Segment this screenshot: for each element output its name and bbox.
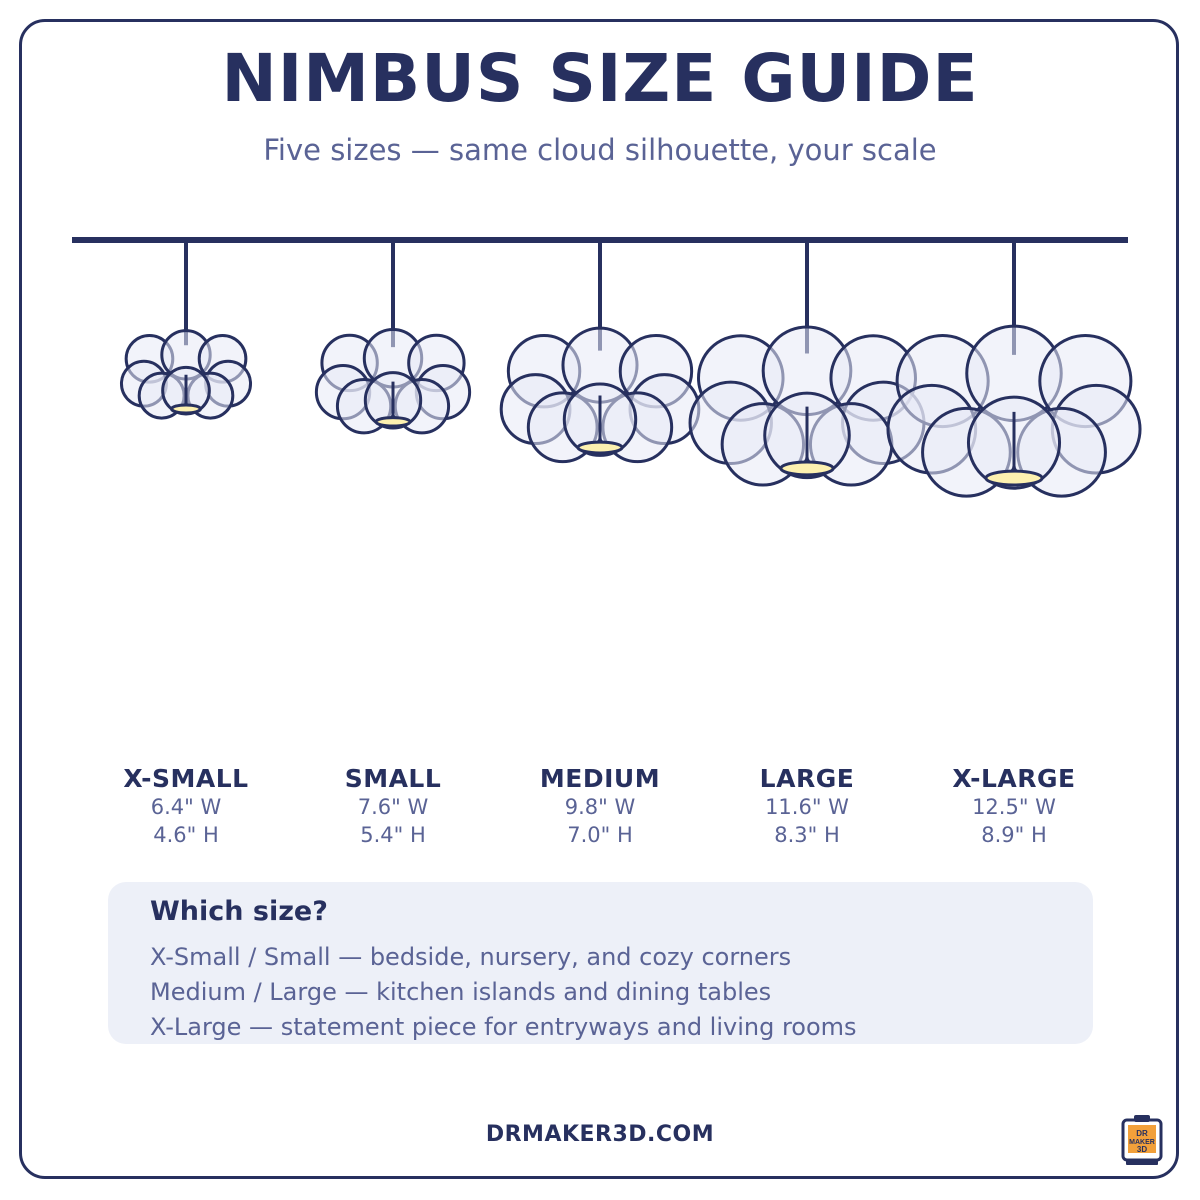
size-width: 11.6" W: [765, 795, 849, 819]
size-height: 8.3" H: [774, 823, 840, 847]
cloud-pendant: [688, 240, 926, 487]
size-width: 12.5" W: [972, 795, 1056, 819]
bulb-glow: [576, 440, 624, 455]
bulb-glow: [170, 403, 202, 415]
size-large: LARGE 11.6" W 8.3" H: [707, 764, 907, 849]
size-name: SMALL: [344, 764, 442, 793]
size-medium: MEDIUM 9.8" W 7.0" H: [500, 764, 700, 849]
guide-title: Which size?: [150, 896, 328, 927]
footer-url[interactable]: DRMAKER3D.COM: [485, 1122, 715, 1147]
cloud-pendant: [499, 240, 701, 464]
size-name: MEDIUM: [539, 764, 661, 793]
size-height: 7.0" H: [567, 823, 633, 847]
svg-text:DR: DR: [1136, 1129, 1148, 1138]
pendant-diagram: [72, 237, 1142, 498]
size-width: 9.8" W: [564, 795, 636, 819]
size-height: 4.6" H: [153, 823, 219, 847]
page-title: NIMBUS SIZE GUIDE: [221, 40, 979, 117]
size-width: 6.4" W: [150, 795, 222, 819]
svg-text:3D: 3D: [1137, 1145, 1147, 1154]
size-name: X-SMALL: [123, 764, 249, 793]
size-height: 8.9" H: [981, 823, 1047, 847]
guide-item: Medium / Large — kitchen islands and din…: [150, 978, 772, 1006]
size-guide-panel: Which size? X-Small / Small — bedside, n…: [108, 882, 1093, 1044]
guide-item: X-Small / Small — bedside, nursery, and …: [150, 943, 792, 971]
bulb-glow: [374, 416, 412, 428]
guide-item: X-Large — statement piece for entryways …: [150, 1013, 857, 1041]
cloud-pendant: [314, 240, 472, 435]
cloud-pendant: [119, 240, 253, 420]
size-height: 5.4" H: [360, 823, 426, 847]
guide-list: X-Small / Small — bedside, nursery, and …: [150, 940, 857, 1045]
size-xlarge: X-LARGE 12.5" W 8.9" H: [914, 764, 1114, 849]
cloud-pendant: [886, 240, 1142, 498]
size-name: X-LARGE: [952, 764, 1076, 793]
svg-text:MAKER: MAKER: [1129, 1139, 1155, 1146]
size-small: SMALL 7.6" W 5.4" H: [293, 764, 493, 849]
bulb-glow: [779, 460, 835, 477]
page-subtitle: Five sizes — same cloud silhouette, your…: [263, 133, 937, 167]
size-name: LARGE: [759, 764, 855, 793]
size-width: 7.6" W: [357, 795, 429, 819]
cloud-pendants: [119, 240, 1142, 498]
drmaker3d-logo-icon: DR MAKER 3D: [1121, 1115, 1163, 1165]
size-xsmall: X-SMALL 6.4" W 4.6" H: [86, 764, 286, 849]
bulb-glow: [984, 469, 1044, 487]
